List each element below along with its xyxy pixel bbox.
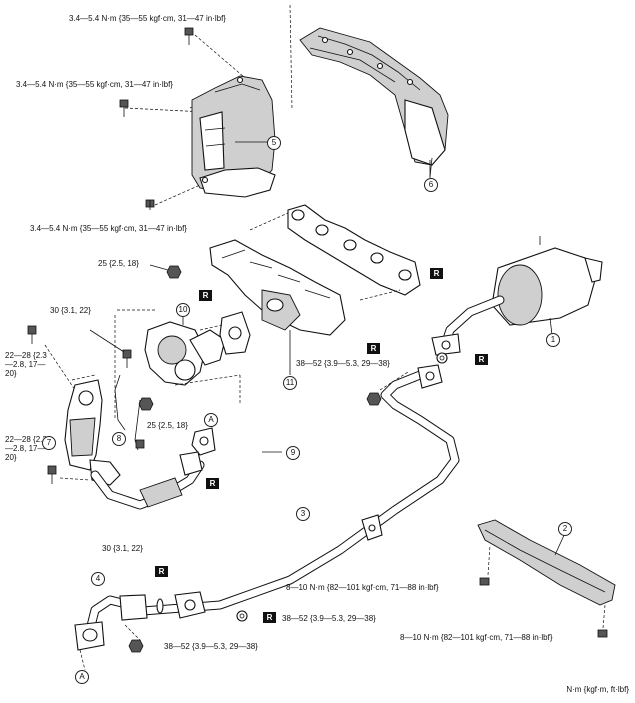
callout-10: 10 (176, 303, 190, 317)
nut-center-lower (236, 610, 248, 622)
muffler-bracket (477, 519, 616, 606)
callout-5: 5 (267, 136, 281, 150)
callout-9: 9 (286, 446, 300, 460)
heat-insulator-upper-part (299, 27, 449, 166)
torque-label: 25 {2.5, 18} (98, 259, 139, 268)
torque-label: 38—52 {3.9—5.3, 29—38} (282, 614, 376, 623)
replace-mark: R (206, 478, 219, 489)
nut-front-lower (128, 639, 144, 653)
torque-label: 30 {3.1, 22} (50, 306, 91, 315)
catalytic-converter (64, 379, 121, 486)
bolt-upper-1 (184, 27, 194, 45)
muffler-gasket (436, 352, 448, 364)
callout-7: 7 (42, 436, 56, 450)
callout-6: 6 (424, 178, 438, 192)
replace-mark: R (430, 268, 443, 279)
flexible-pipe (139, 477, 183, 508)
callout-4: 4 (91, 572, 105, 586)
bolt-lower-pipe (135, 439, 145, 449)
nut-main-rear (366, 392, 382, 406)
front-pipe-gasket (191, 427, 216, 456)
front-pipe-lower (74, 594, 148, 651)
main-pipe-hanger (361, 514, 383, 541)
replace-mark: R (155, 566, 168, 577)
torque-label: 8—10 N·m {82—101 kgf·cm, 71—88 in·lbf} (286, 583, 439, 592)
main-pipe-rear-flange (417, 364, 443, 389)
torque-label: 3.4—5.4 N·m {35—55 kgf·cm, 31—47 in·lbf} (30, 224, 187, 233)
bolt-turbo (122, 349, 132, 368)
torque-label: 38—52 {3.9—5.3, 29—38} (164, 642, 258, 651)
bolt-upper-3 (145, 199, 155, 210)
turbo-gasket (219, 311, 251, 355)
torque-label: 25 {2.5, 18} (147, 421, 188, 430)
bolt-bracket-1 (479, 577, 490, 586)
torque-label: 3.4—5.4 N·m {35—55 kgf·cm, 31—47 in·lbf} (69, 14, 226, 23)
turbocharger (144, 321, 226, 386)
callout-2: 2 (558, 522, 572, 536)
replace-mark: R (475, 354, 488, 365)
bolt-bracket-2 (597, 629, 608, 638)
exhaust-manifold (209, 239, 346, 336)
replace-mark: R (367, 343, 380, 354)
bolt-left-upper (27, 325, 37, 344)
replace-mark: R (199, 290, 212, 301)
callout-1: 1 (546, 333, 560, 347)
unit-note: N·m {kgf·m, ft·lbf} (566, 685, 629, 694)
nut-turbo-pipe (138, 397, 154, 411)
torque-label: 22—28 {2.3—2.8, 17—20} (5, 435, 47, 462)
callout-8: 8 (112, 432, 126, 446)
reference-mark-a: A (204, 413, 218, 427)
reference-mark-a: A (75, 670, 89, 684)
torque-label: 3.4—5.4 N·m {35—55 kgf·cm, 31—47 in·lbf} (16, 80, 173, 89)
torque-label: 30 {3.1, 22} (102, 544, 143, 553)
bolt-left-lower (47, 465, 57, 484)
torque-label: 38—52 {3.9—5.3, 29—38} (296, 359, 390, 368)
replace-mark: R (263, 612, 276, 623)
callout-3: 3 (296, 507, 310, 521)
callout-11: 11 (283, 376, 297, 390)
torque-label: 8—10 N·m {82—101 kgf·cm, 71—88 in·lbf} (400, 633, 553, 642)
gasket-ring-front (156, 598, 164, 614)
exhaust-manifold-gasket (287, 204, 421, 296)
heat-insulator-turbo-part (191, 75, 276, 198)
bolt-upper-2 (119, 99, 129, 117)
nut-manifold (166, 265, 182, 279)
torque-label: 22—28 {2.3—2.8, 17—20} (5, 351, 47, 378)
muffler (431, 247, 603, 356)
main-pipe-front-flange (174, 591, 206, 619)
